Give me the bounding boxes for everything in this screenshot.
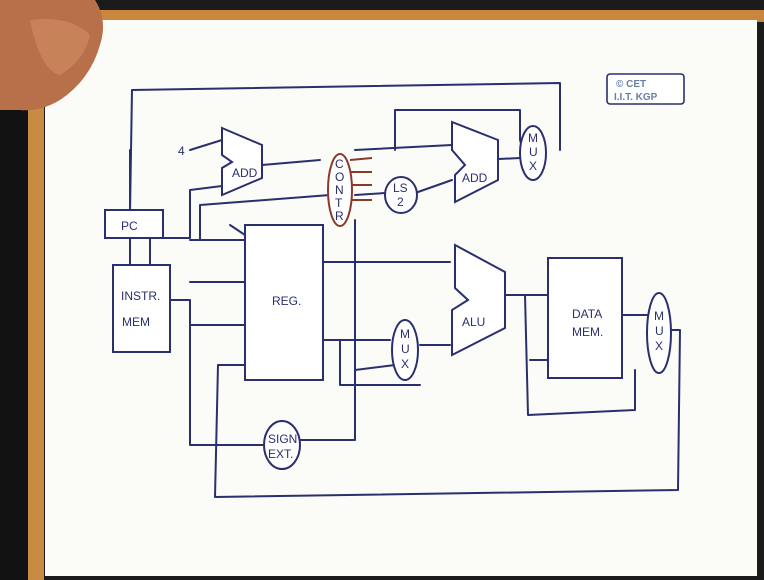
- svg-text:U: U: [655, 324, 664, 338]
- control-unit: C O N T R: [328, 154, 352, 226]
- svg-text:R: R: [335, 209, 344, 223]
- svg-text:X: X: [529, 159, 537, 173]
- svg-text:X: X: [401, 357, 409, 371]
- svg-text:© CET: © CET: [616, 79, 646, 90]
- svg-text:PC: PC: [121, 219, 138, 233]
- mux-alu: M U X: [392, 320, 418, 380]
- svg-text:REG.: REG.: [272, 294, 301, 308]
- svg-text:ADD: ADD: [462, 171, 488, 185]
- svg-text:O: O: [335, 170, 344, 184]
- adder-branch: ADD: [452, 122, 498, 202]
- svg-text:2: 2: [397, 195, 404, 209]
- svg-text:X: X: [655, 339, 663, 353]
- svg-text:U: U: [401, 342, 410, 356]
- svg-text:DATA: DATA: [572, 307, 602, 321]
- svg-text:M: M: [400, 327, 410, 341]
- svg-text:EXT.: EXT.: [268, 447, 293, 461]
- svg-text:U: U: [529, 145, 538, 159]
- register-file: REG.: [245, 225, 323, 380]
- svg-text:I.I.T. KGP: I.I.T. KGP: [614, 92, 658, 103]
- shift-left-2: LS 2: [385, 177, 417, 213]
- mux-writeback: M U X: [647, 293, 671, 373]
- svg-text:ADD: ADD: [232, 166, 258, 180]
- svg-text:M: M: [528, 131, 538, 145]
- mux-pc: M U X: [520, 126, 546, 180]
- svg-text:T: T: [335, 196, 343, 210]
- svg-text:C: C: [335, 157, 344, 171]
- copyright-badge: © CET I.I.T. KGP: [607, 74, 684, 104]
- svg-text:LS: LS: [393, 181, 408, 195]
- pc-block: PC: [105, 210, 163, 238]
- sign-extend: SIGN EXT.: [264, 421, 300, 469]
- svg-text:SIGN: SIGN: [268, 432, 297, 446]
- svg-text:ALU: ALU: [462, 315, 485, 329]
- data-memory: DATA MEM.: [548, 258, 622, 378]
- svg-text:MEM: MEM: [122, 315, 150, 329]
- instruction-memory: INSTR. MEM: [113, 265, 170, 352]
- svg-text:INSTR.: INSTR.: [121, 289, 160, 303]
- svg-text:M: M: [654, 309, 664, 323]
- alu: ALU: [452, 245, 505, 355]
- svg-text:N: N: [335, 183, 344, 197]
- svg-text:MEM.: MEM.: [572, 325, 603, 339]
- adder-pc: ADD: [222, 128, 262, 195]
- constant-four: 4: [178, 144, 185, 158]
